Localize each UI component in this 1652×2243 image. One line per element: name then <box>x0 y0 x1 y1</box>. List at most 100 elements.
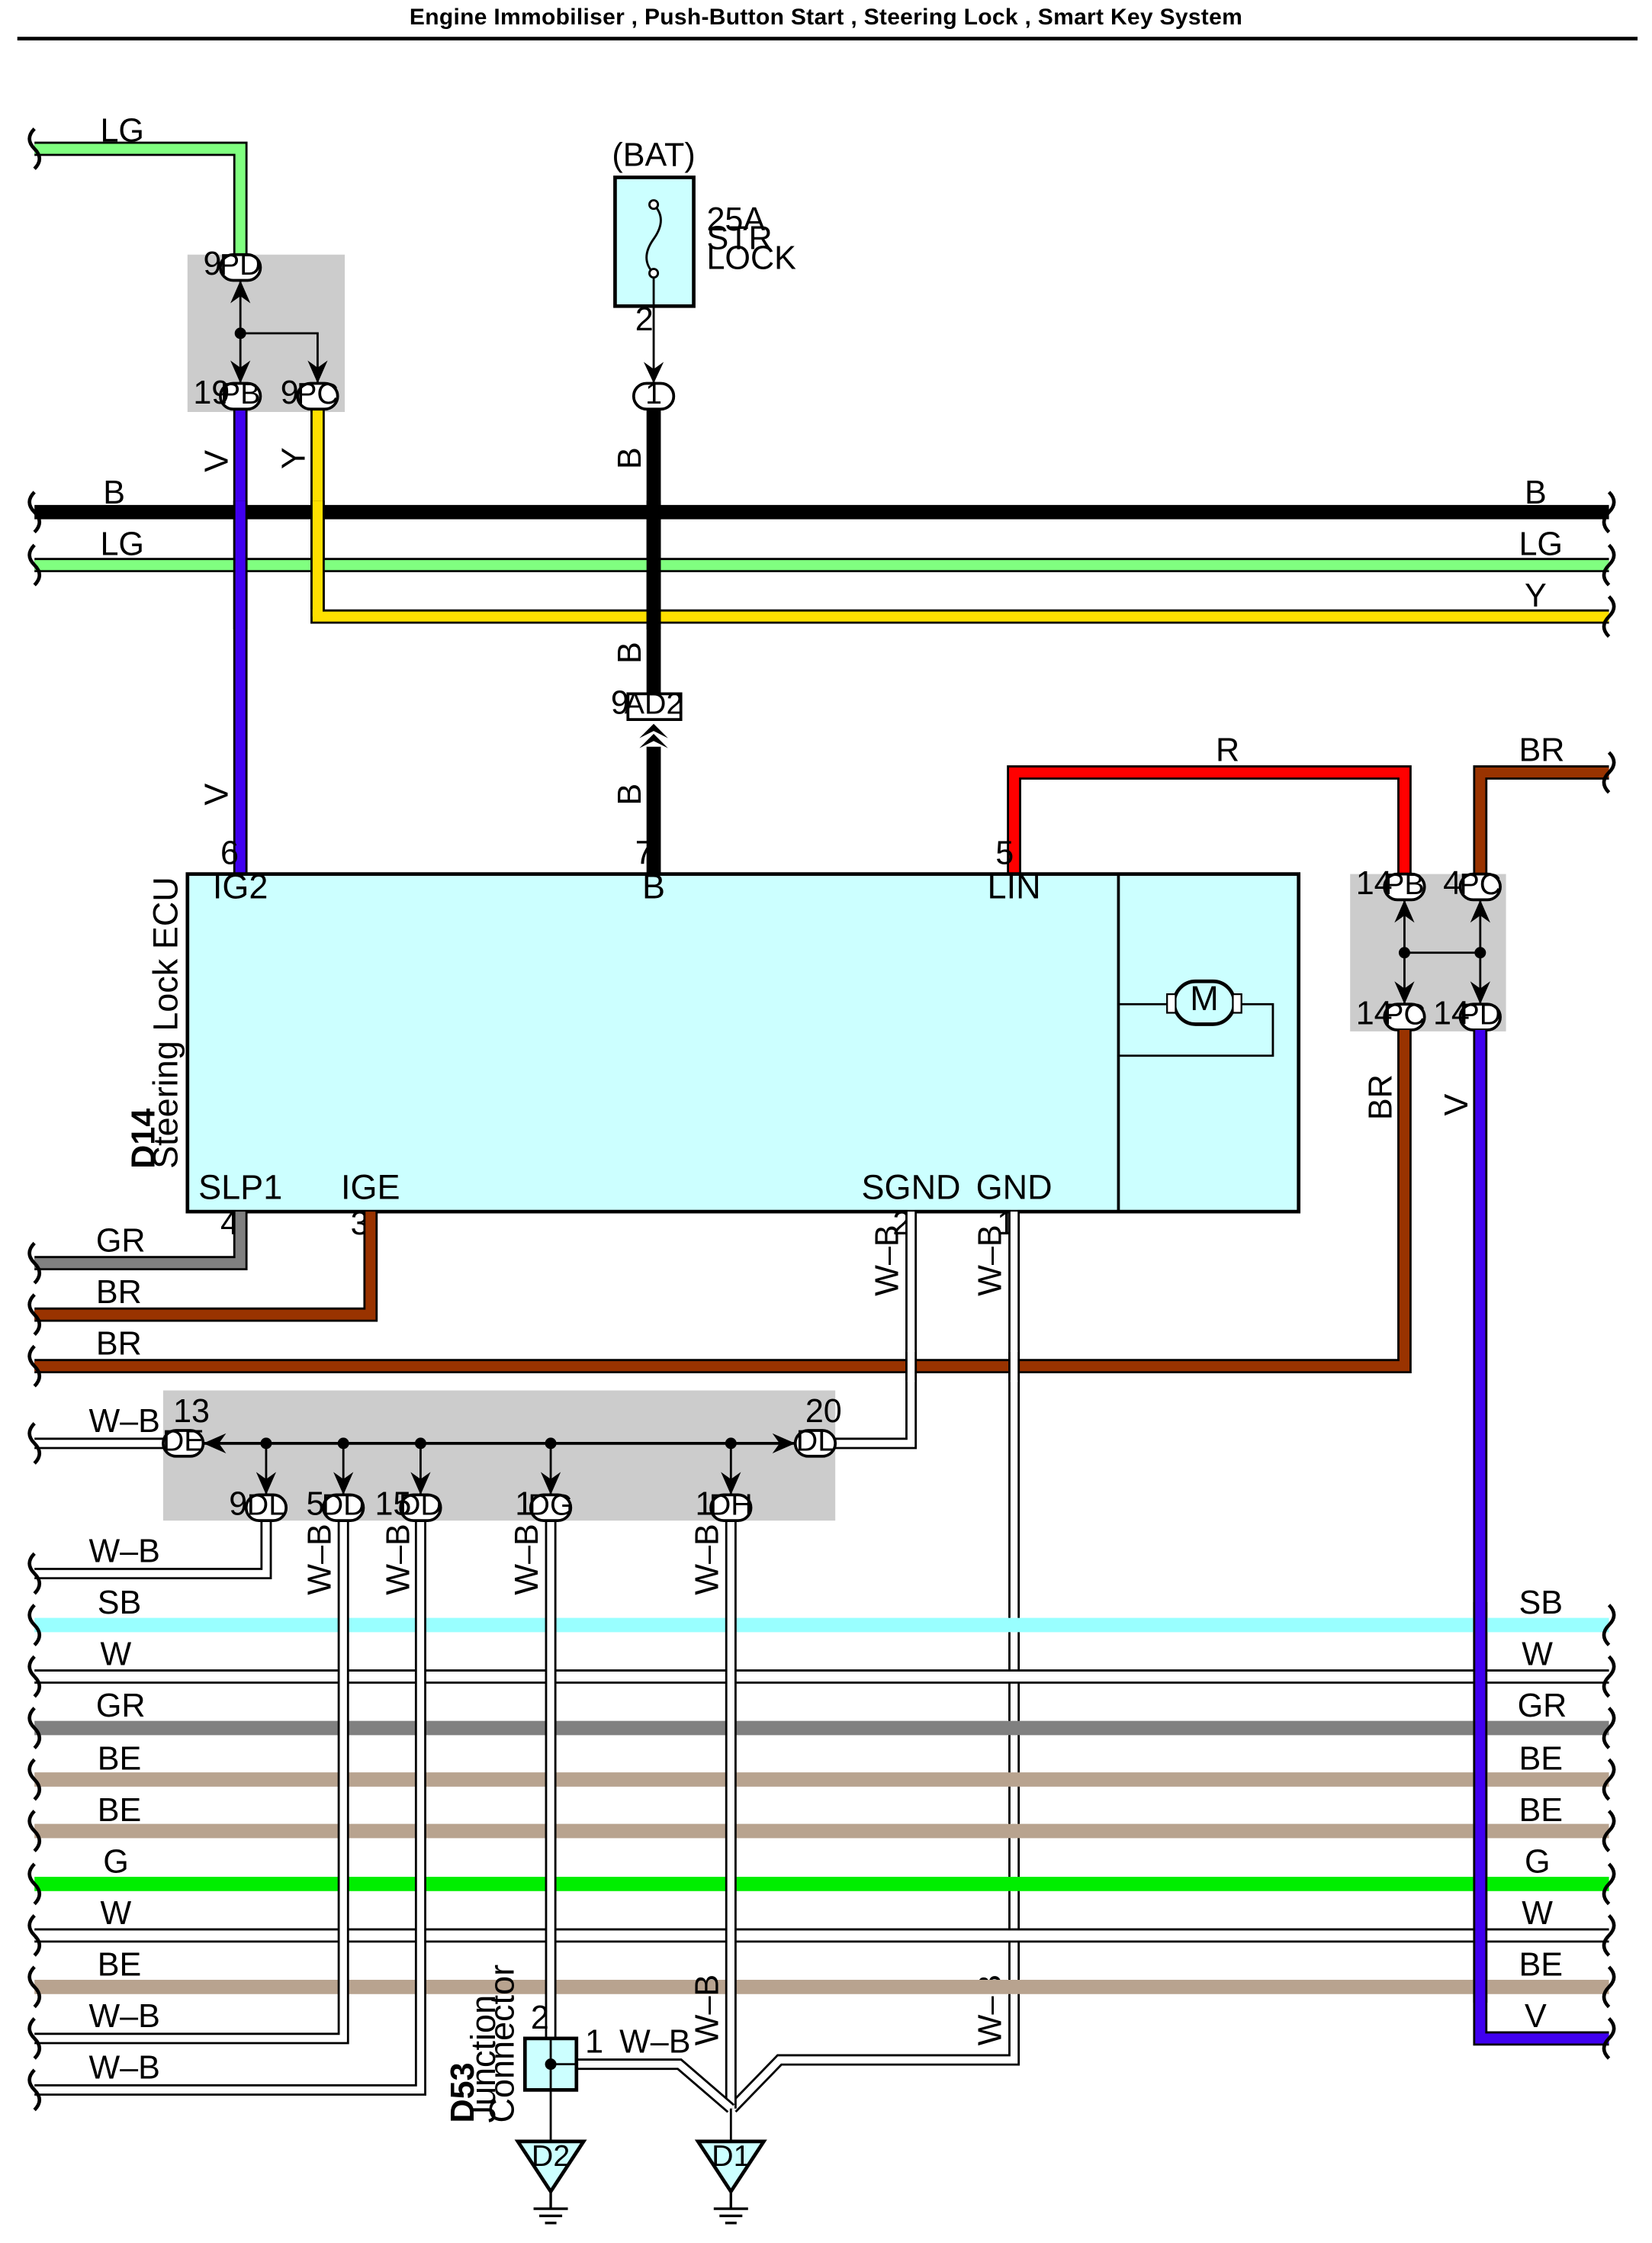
connector-ad2-id: AD2 <box>625 687 683 721</box>
connector-pb-top-pin: 19 <box>193 375 230 411</box>
wire-label-wb-d1-a: W–B <box>689 1974 725 2045</box>
connector-pc-top-pin: 9 <box>281 375 299 411</box>
splice-dot <box>234 327 246 340</box>
connector-pb-top[interactable] <box>219 381 262 411</box>
connector-dd-a[interactable] <box>322 1493 365 1522</box>
wire-breaks-lower-right <box>1602 1604 1616 2060</box>
wire-label-be1-right: BE <box>1519 1740 1563 1777</box>
connector-pc-right-low-id: PC <box>1384 998 1425 1031</box>
wire-label-sb-left: SB <box>98 1585 142 1621</box>
wire-br-right[interactable] <box>34 1030 1412 1373</box>
ecu-terminal-sgnd: SGND <box>862 1167 961 1206</box>
ground-d1-label: D1 <box>712 2139 750 2173</box>
wire-label-wb-dh: W–B <box>689 1524 725 1595</box>
wire-label-b-low: B <box>612 784 648 806</box>
ecu-pin-ig2: 6 <box>220 835 239 872</box>
arrow-pc-top <box>307 360 328 384</box>
arrow-de <box>203 1433 227 1453</box>
connector-pd-top-pin: 9 <box>203 246 221 282</box>
connector-pd-top[interactable] <box>219 253 262 282</box>
arrow-pb-right <box>1394 899 1415 923</box>
wire-label-w2-right: W <box>1522 1895 1553 1932</box>
connector-de-id: DE <box>162 1424 204 1457</box>
ground-d2-label: D2 <box>532 2139 570 2173</box>
connector-pc-right[interactable] <box>1458 872 1502 902</box>
wire-label-br-top: BR <box>1519 732 1564 769</box>
splice-ground-drops <box>256 1437 741 1495</box>
wire-wb-d53[interactable] <box>576 2058 735 2113</box>
junction-d53-name-line2: Connector <box>482 1965 521 2123</box>
connector-dl-right[interactable] <box>793 1429 837 1458</box>
wire-break-bus-right-3 <box>1602 595 1616 639</box>
wire-label-v-bottom-right: V <box>1525 1998 1547 2035</box>
wire-br-top[interactable] <box>1473 765 1609 874</box>
wire-wb-dl[interactable] <box>34 1521 272 1579</box>
arrow-ad2-a <box>639 723 668 739</box>
wire-label-w2-left: W <box>100 1895 131 1932</box>
connector-pc-right-pin: 4 <box>1443 865 1461 902</box>
wire-wb-gnd[interactable] <box>728 1212 1020 2113</box>
wire-label-be2-left: BE <box>98 1792 142 1829</box>
wire-gr-slp1[interactable] <box>34 1212 248 1270</box>
connector-fuse-out-id: 1 <box>645 377 662 410</box>
connector-pd-right-low-pin: 14 <box>1433 996 1470 1032</box>
arrow-dl-right <box>772 1433 795 1453</box>
connector-ad2-pin: 9 <box>611 685 629 722</box>
ecu-name: Steering Lock ECU <box>146 877 185 1169</box>
wire-label-wb-bot-2: W–B <box>88 2049 159 2086</box>
motor-wiring <box>1117 1002 1274 1057</box>
ecu-terminal-ige: IGE <box>341 1167 400 1206</box>
junction-d53-dot <box>545 2058 557 2071</box>
connector-pc-top[interactable] <box>296 381 339 411</box>
wire-label-g-right: G <box>1525 1843 1551 1880</box>
connector-dg-id: DG <box>529 1488 574 1522</box>
wire-break-bus-left-1 <box>27 491 42 534</box>
connector-ad2[interactable] <box>626 692 683 721</box>
wire-label-wb-dd-a: W–B <box>301 1524 338 1595</box>
ground-d1-symbol[interactable] <box>694 2139 767 2195</box>
wire-wb-sgnd[interactable] <box>835 1212 918 1450</box>
ground-d2-symbol[interactable] <box>514 2139 587 2195</box>
wire-v-right[interactable] <box>1473 1030 1609 2046</box>
connector-dd-b-id: DD <box>399 1488 442 1522</box>
wire-br-ige[interactable] <box>34 1212 378 1322</box>
arrow-pc-right <box>1470 899 1490 923</box>
connector-dh[interactable] <box>709 1493 753 1522</box>
fuse-name-line2: STR <box>706 220 772 256</box>
wire-wb-dd-b[interactable] <box>34 1521 426 2096</box>
connector-pb-right[interactable] <box>1383 872 1426 902</box>
ecu-terminal-ig2: IG2 <box>213 867 268 906</box>
connector-pc-right-low-pin: 14 <box>1356 996 1393 1032</box>
ecu-box[interactable] <box>185 872 1301 1214</box>
wire-break-br-2 <box>27 1344 42 1388</box>
wire-label-br-right-v: BR <box>1363 1074 1400 1120</box>
wire-r-lin[interactable] <box>1007 765 1412 874</box>
wire-label-bus-lg-left: LG <box>100 526 144 563</box>
junction-d53-name-line1: Junction <box>464 1995 503 2123</box>
connector-de[interactable] <box>162 1429 205 1458</box>
connector-dg[interactable] <box>529 1493 573 1522</box>
wire-wb-dd-a[interactable] <box>34 1521 349 2045</box>
ecu-terminal-slp1: SLP1 <box>198 1167 282 1206</box>
arrow-fuse-out <box>643 362 664 384</box>
fuse-icon <box>645 204 662 275</box>
connector-dg-pin: 1 <box>515 1486 533 1523</box>
connector-dl-low[interactable] <box>244 1493 288 1522</box>
wire-label-lg-top: LG <box>100 113 144 150</box>
wire-label-wb-gnd: W–B <box>972 1224 1009 1295</box>
connector-dh-id: DH <box>709 1488 753 1522</box>
junction-d53-pin-right: 1 <box>585 2024 603 2061</box>
ground-d1-icon <box>713 2191 748 2225</box>
ecu-pin-b: 7 <box>635 835 654 872</box>
connector-dd-b[interactable] <box>399 1493 442 1522</box>
wire-label-wb-de: W–B <box>88 1403 159 1440</box>
wire-break-bus-right-1 <box>1602 491 1616 534</box>
wire-label-v-right-v: V <box>1438 1094 1475 1116</box>
connector-dd-a-id: DD <box>322 1488 365 1522</box>
wire-label-v-upper: V <box>198 450 235 472</box>
wire-label-v-low: V <box>198 784 235 806</box>
wire-lg-top[interactable] <box>34 141 248 255</box>
fuse-terminal-bottom <box>648 268 660 279</box>
wire-label-bus-b-left: B <box>103 475 125 511</box>
